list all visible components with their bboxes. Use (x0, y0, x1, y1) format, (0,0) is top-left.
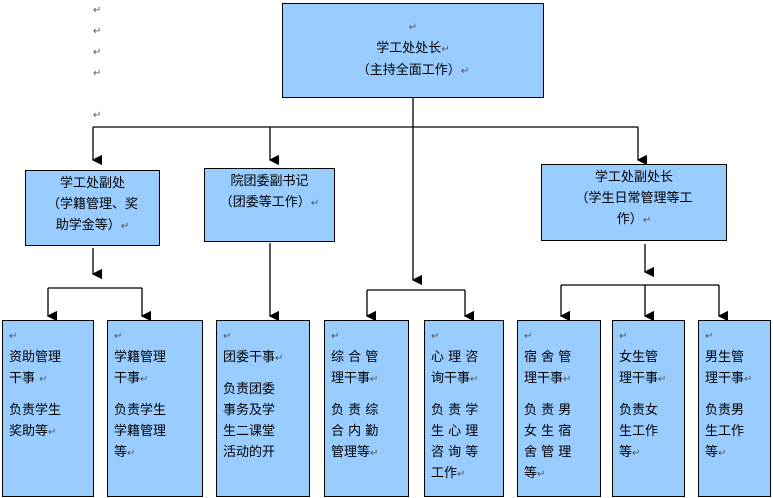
staff-title-line: 团委干事 (223, 350, 276, 365)
staff-duty-line: 负 责 男 (524, 403, 572, 418)
staff-title-line: 干事 (114, 371, 141, 386)
director-title: 学工处处长 (376, 41, 442, 56)
staff-duty-line: 负责学生 (9, 403, 62, 418)
staff-title-line: 心 理 咨 (431, 350, 479, 365)
staff-title-line: 宿 舍 管 (524, 350, 572, 365)
staff-box-psych: ↵ 心 理 咨 询干事↵ 负 责 学 生 心 理 咨 询 等 工作↵ (424, 320, 504, 497)
staff-duty-line: 学籍管理 (114, 424, 167, 439)
staff-duty-line: 负责女 (619, 403, 659, 418)
deputy-director-daily-box: 学工处副处长 （学生日常管理等工 作）↵ (541, 164, 727, 241)
staff-box-league: ↵ 团委干事↵ 负责团委 事务及学 生二课堂 活动的开 (216, 320, 310, 497)
staff-duty-line: 等 (524, 466, 538, 481)
staff-box-male: ↵ 男生管 理干事↵ 负责男 生工作 等↵ (698, 320, 771, 497)
staff-duty-line: 生二课堂 (223, 424, 276, 439)
box-line: 作） (616, 212, 643, 227)
staff-title-line: 学籍管理 (114, 350, 167, 365)
staff-title-line: 询干事 (431, 371, 471, 386)
paragraph-mark: ↵ (93, 5, 102, 16)
box-line: （学籍管理、奖 (46, 197, 138, 212)
staff-title-line: 理干事 (331, 371, 371, 386)
paragraph-mark: ↵ (93, 110, 102, 121)
youth-league-secretary-box: 院团委副书记 （团委等工作）↵ (204, 168, 335, 242)
staff-box-records: ↵ 学籍管理 干事↵ 负责学生 学籍管理 等↵ (107, 320, 203, 497)
staff-title-line: 综 合 管 (331, 350, 379, 365)
staff-duty-line: 负责学生 (114, 403, 167, 418)
staff-duty-line: 负 责 综 (331, 403, 379, 418)
staff-title-line: 理干事 (524, 371, 564, 386)
box-line: 学工处副处 (59, 176, 125, 191)
staff-duty-line: 等 (619, 445, 633, 460)
staff-title-line: 干事 (9, 371, 36, 386)
box-line: 助学金等） (55, 218, 121, 233)
staff-duty-line: 生 心 理 (431, 424, 479, 439)
staff-duty-line: 奖助等 (9, 424, 49, 439)
director-box: ↵ 学工处处长↵ （主持全面工作）↵ (282, 3, 544, 98)
staff-duty-line: 活动的开 (223, 445, 276, 460)
staff-title-line: 女生管 (619, 350, 659, 365)
staff-title-line: 资助管理 (9, 350, 62, 365)
staff-duty-line: 等 (705, 445, 719, 460)
staff-title-line: 理干事 (705, 371, 745, 386)
staff-duty-line: 事务及学 (223, 403, 276, 418)
staff-box-dorm: ↵ 宿 舍 管 理干事↵ 负 责 男 女 生 宿 舍 管 理 等↵ (517, 320, 601, 497)
staff-duty-line: 负 责 学 (431, 403, 479, 418)
box-line: 学工处副处长 (594, 170, 673, 185)
director-subtitle: （主持全面工作） (356, 63, 461, 78)
staff-box-female: ↵ 女生管 理干事↵ 负责女 生工作 等↵ (612, 320, 685, 497)
staff-duty-line: 生工作 (619, 424, 659, 439)
staff-box-general: ↵ 综 合 管 理干事↵ 负 责 综 合 内 勤 管理等↵ (324, 320, 409, 497)
paragraph-mark: ↵ (93, 47, 102, 58)
paragraph-mark: ↵ (93, 68, 102, 79)
paragraph-marks-column: ↵ ↵ ↵ ↵ ↵ (93, 0, 101, 126)
staff-duty-line: 等 (114, 445, 128, 460)
paragraph-mark: ↵ (93, 26, 102, 37)
staff-title-line: 男生管 (705, 350, 745, 365)
staff-duty-line: 咨 询 等 (431, 445, 479, 460)
box-line: （学生日常管理等工 (575, 191, 693, 206)
staff-duty-line: 合 内 勤 (331, 424, 379, 439)
deputy-director-records-box: 学工处副处 （学籍管理、奖 助学金等）↵ (25, 170, 160, 246)
staff-duty-line: 管理等 (331, 445, 371, 460)
staff-title-line: 理干事 (619, 371, 659, 386)
box-line: （团委等工作） (219, 195, 311, 210)
staff-duty-line: 工作 (431, 466, 458, 481)
staff-box-aid: ↵ 资助管理 干事 ↵ 负责学生 奖助等↵ (2, 320, 94, 497)
staff-duty-line: 生工作 (705, 424, 745, 439)
staff-duty-line: 负责男 (705, 403, 745, 418)
staff-duty-line: 舍 管 理 (524, 445, 572, 460)
staff-duty-line: 负责团委 (223, 382, 276, 397)
box-line: 院团委副书记 (230, 174, 309, 189)
staff-duty-line: 女 生 宿 (524, 424, 572, 439)
